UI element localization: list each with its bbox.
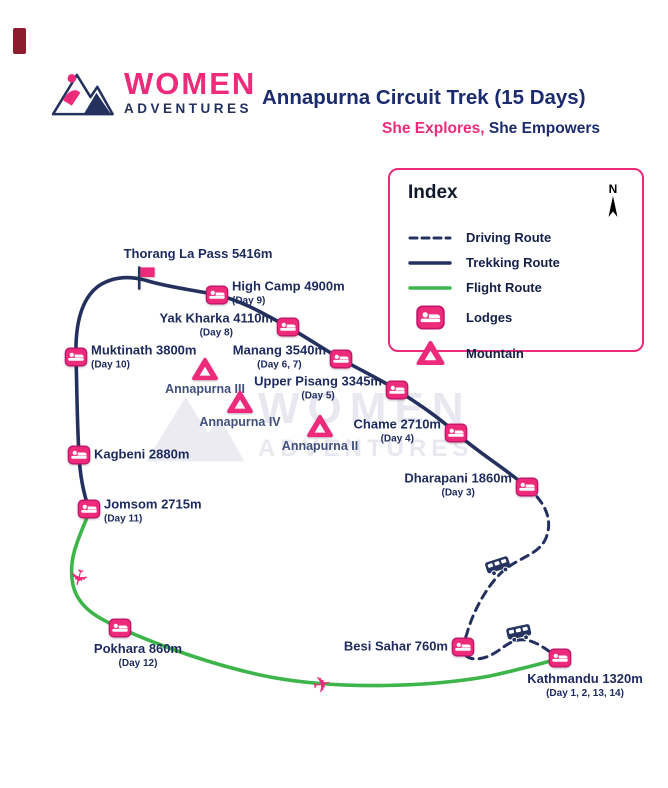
legend-title: Index	[408, 182, 458, 203]
waypoint-name: Besi Sahar 760m	[343, 638, 448, 654]
waypoint-name: Thorang La Pass 5416m	[123, 246, 273, 262]
mountain-icon	[227, 390, 254, 414]
legend-label: Mountain	[466, 345, 524, 361]
lodge-icon	[65, 347, 88, 367]
waypoint-name: Kathmandu 1320m	[527, 671, 643, 686]
legend-item-driving-route: Driving Route	[408, 230, 626, 245]
plane-icon: ✈	[310, 671, 334, 700]
compass-needle-icon	[608, 196, 618, 217]
watermark-line2: ADVENTURES	[258, 435, 474, 462]
legend-item-flight-route: Flight Route	[408, 280, 626, 295]
waypoint-day: (Day 1, 2, 13, 14)	[546, 687, 624, 699]
subtitle-rest: She Empowers	[484, 120, 600, 137]
legend-label: Flight Route	[466, 280, 542, 295]
trekking-route-line-icon	[408, 257, 452, 269]
lodge-icon	[452, 637, 475, 657]
watermark-mountain-icon	[146, 397, 245, 462]
waypoint-name: Muktinath 3800m	[91, 342, 197, 358]
mountain-icon	[192, 357, 219, 381]
mountain-name: Annapurna III	[165, 382, 245, 396]
title-block: Annapurna Circuit Trek (15 Days) She Exp…	[262, 86, 634, 138]
waypoint-name: Pokhara 860m	[93, 641, 183, 656]
waypoint-name: Dharapani 1860m	[404, 470, 512, 486]
waypoint-day: (Day 11)	[104, 513, 143, 525]
waypoint-name: High Camp 4900m	[232, 278, 345, 294]
corner-mark	[13, 28, 26, 54]
mountain-icon	[307, 414, 334, 438]
compass-north-label: N	[608, 182, 618, 196]
lodge-icon	[109, 618, 132, 638]
brand-name-line2: ADVENTURES	[124, 100, 253, 116]
watermark-text: WOMEN ADVENTURES	[258, 387, 473, 463]
waypoint-day: (Day 9)	[232, 295, 266, 307]
bus-icon	[504, 621, 533, 644]
waypoint-name: Yak Kharka 4110m	[159, 310, 273, 326]
page-subtitle: She Explores, She Empowers	[262, 120, 634, 138]
waypoint-name: Kagbeni 2880m	[94, 446, 190, 462]
flight-route-line-icon	[408, 282, 452, 294]
logo-text: WOMEN ADVENTURES	[124, 68, 256, 116]
mountain-name: Annapurna II	[281, 439, 359, 453]
header: WOMEN ADVENTURES Annapurna Circuit Trek …	[0, 0, 668, 150]
lodge-icon	[516, 477, 539, 497]
waypoint-name: Jomsom 2715m	[104, 496, 202, 512]
lodge-icon	[68, 445, 91, 465]
waypoint-day: (Day 8)	[199, 327, 233, 339]
subtitle-highlight: She Explores,	[382, 120, 485, 137]
watermark: WOMEN ADVENTURES	[138, 378, 473, 472]
lodge-icon	[549, 648, 572, 668]
legend-label: Trekking Route	[466, 255, 560, 270]
lodge-icon	[386, 380, 409, 400]
lodge-icon	[408, 305, 452, 330]
waypoint-day: (Day 3)	[441, 487, 475, 499]
lodge-icon	[78, 499, 101, 519]
driving-route-line-icon	[408, 232, 452, 244]
waypoint-day: (Day 5)	[301, 390, 335, 402]
waypoint-name: Upper Pisang 3345m	[254, 373, 382, 389]
lodge-icon	[277, 317, 300, 337]
lodge-icon	[445, 423, 468, 443]
logo-mountain-icon	[51, 73, 114, 116]
waypoint-day: (Day 6, 7)	[257, 359, 302, 371]
legend-item-trekking-route: Trekking Route	[408, 255, 626, 270]
legend-item-mountain: Mountain	[408, 340, 626, 366]
plane-icon: ✈	[63, 564, 92, 590]
compass: N	[606, 182, 620, 218]
flight-route-path	[69, 511, 560, 688]
mountain-icon	[408, 340, 452, 366]
lodge-icon	[330, 349, 353, 369]
legend-item-lodges: Lodges	[408, 305, 626, 330]
waypoint-name: Manang 3540m	[232, 342, 326, 358]
waypoint-name: Chame 2710m	[353, 416, 441, 432]
waypoint-day: (Day 4)	[380, 433, 414, 445]
mountain-name: Annapurna IV	[199, 415, 281, 429]
brand-name-line1: WOMEN	[124, 66, 257, 102]
waypoint-day: (Day 10)	[91, 359, 130, 371]
legend-label: Driving Route	[466, 230, 552, 245]
flag-icon	[134, 265, 158, 292]
watermark-line1: WOMEN	[258, 384, 472, 433]
bus-icon	[483, 553, 513, 578]
legend-label: Lodges	[466, 310, 513, 325]
brand-logo: WOMEN ADVENTURES	[48, 62, 256, 122]
legend: Index N Driving Route Trekking Route	[388, 168, 644, 352]
waypoint-day: (Day 12)	[118, 657, 158, 669]
page-title: Annapurna Circuit Trek (15 Days)	[262, 86, 586, 109]
lodge-icon	[206, 285, 229, 305]
driving-route-path	[461, 485, 560, 661]
